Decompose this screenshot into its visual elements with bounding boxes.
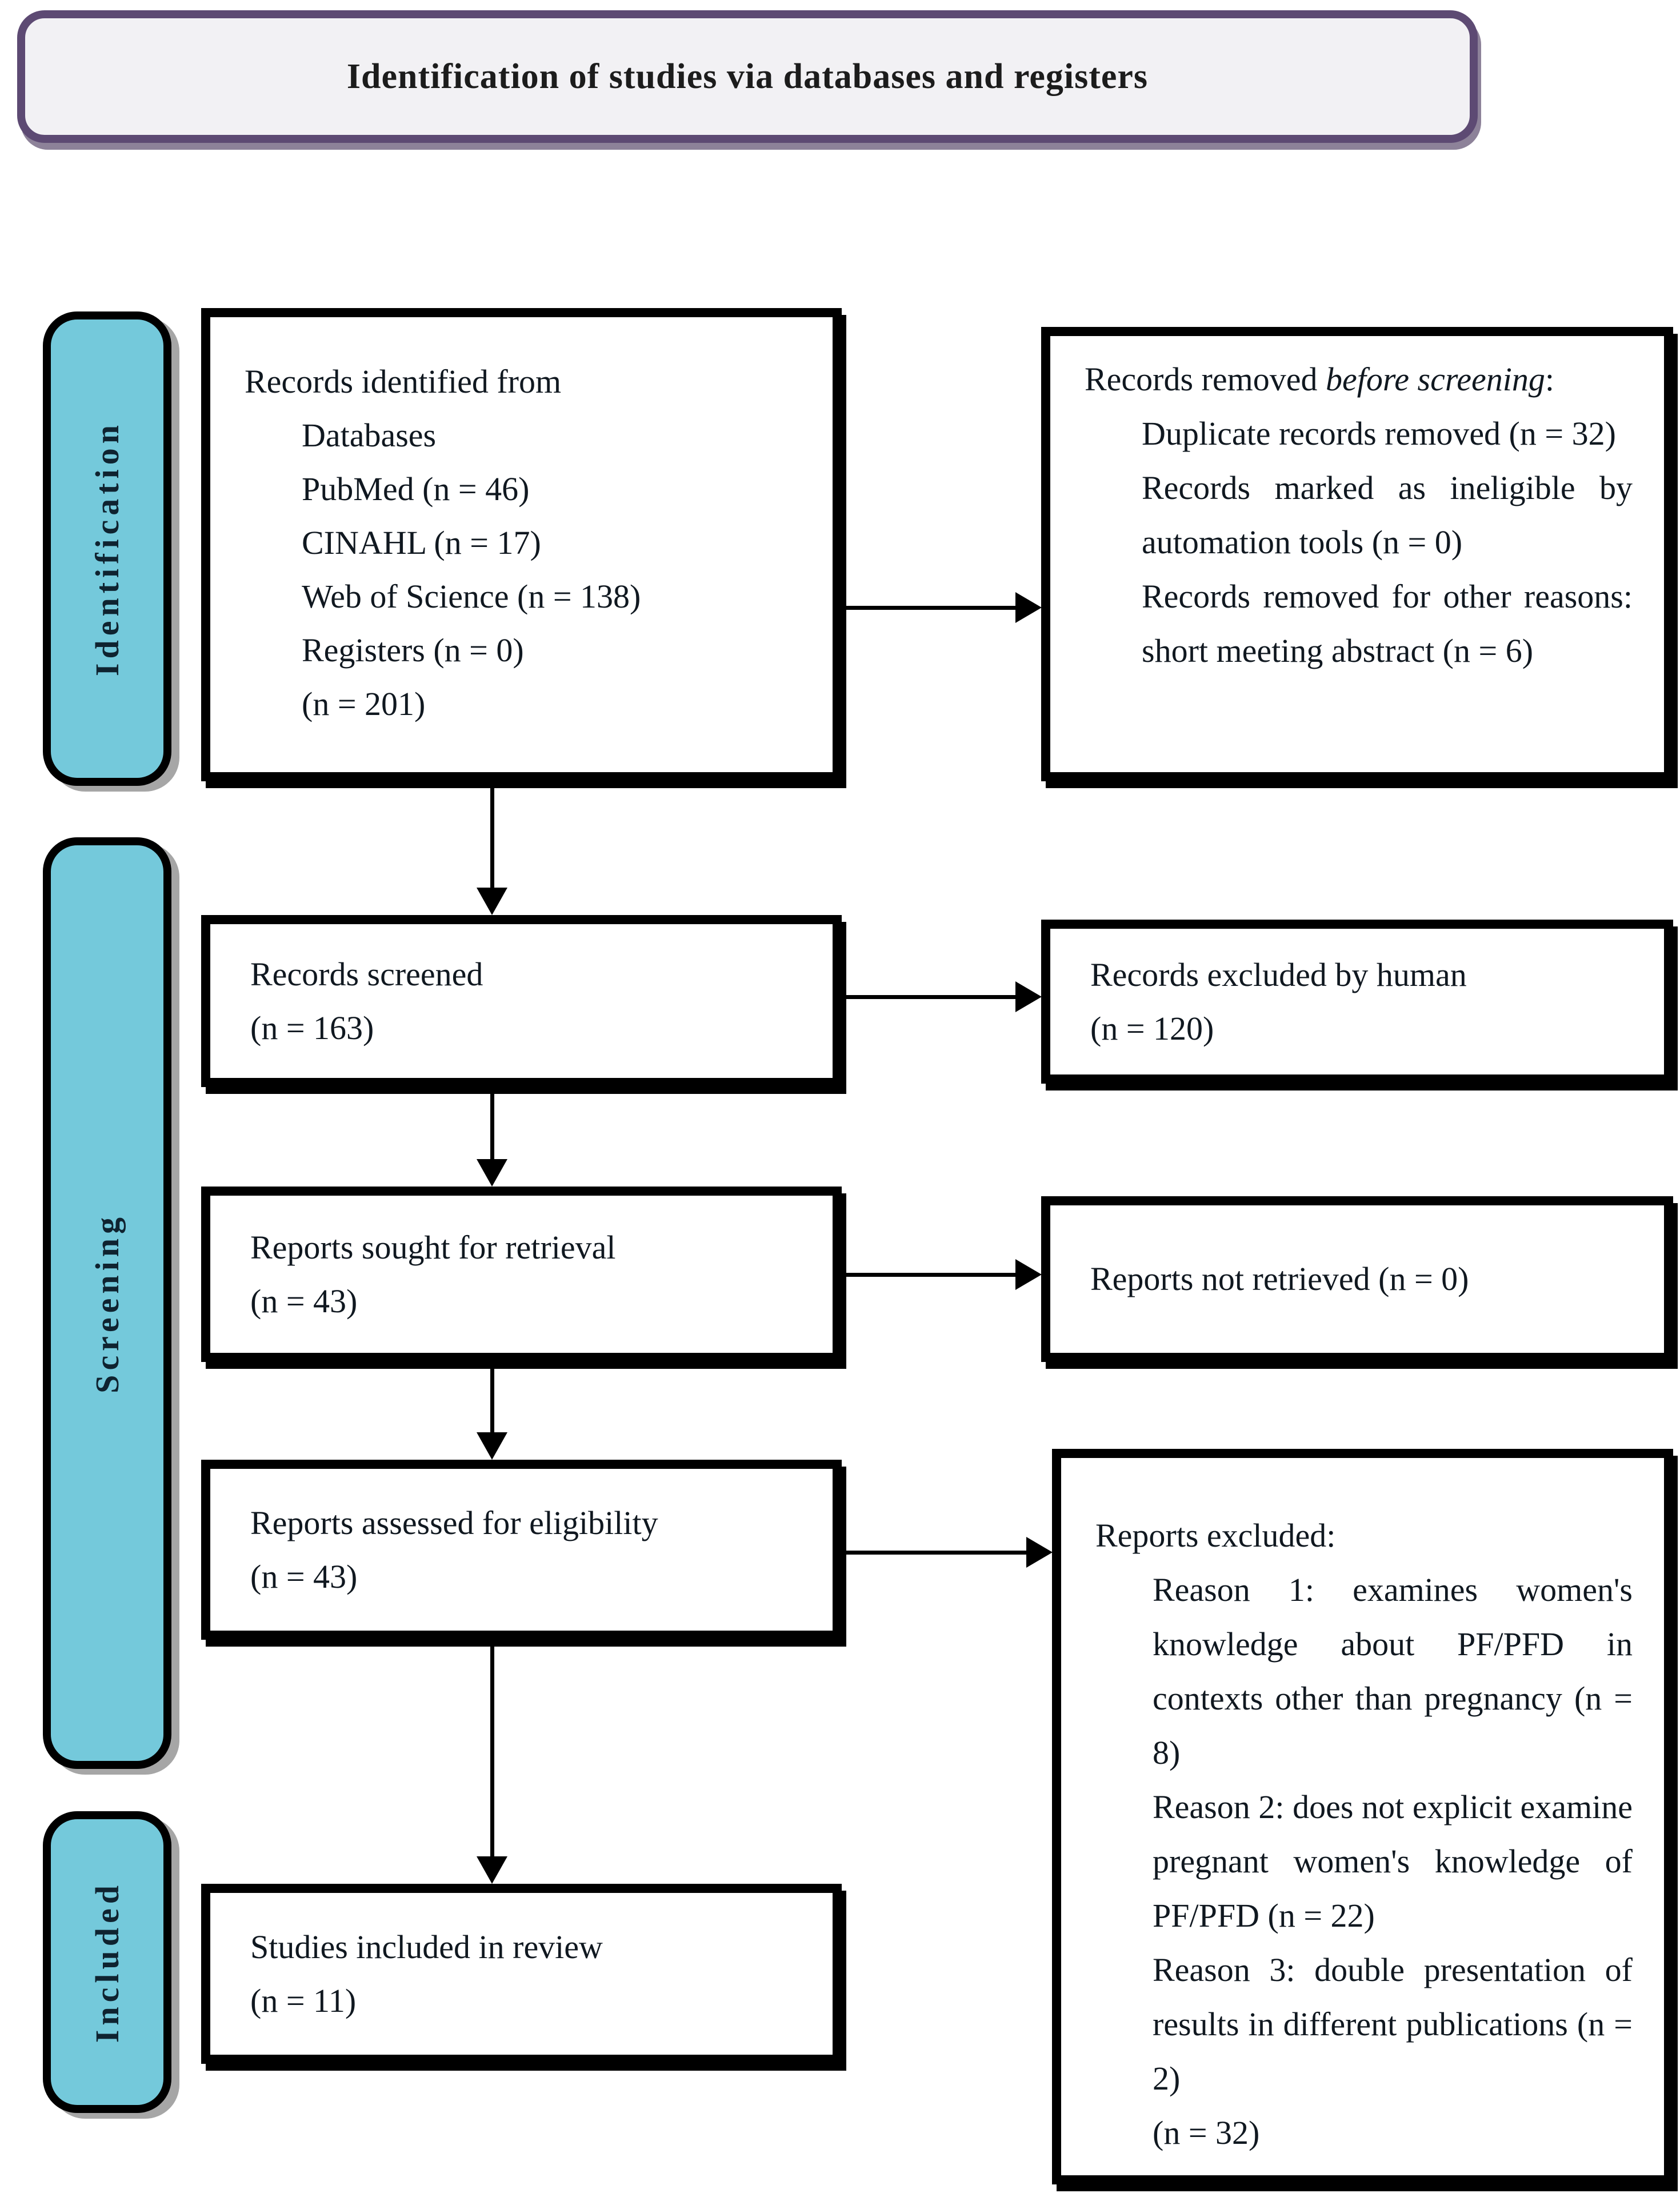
stage-label-included: Included — [43, 1811, 171, 2113]
arrow-screened-to-sought-line — [490, 1087, 494, 1160]
arrow-screened-to-sought-head — [477, 1159, 507, 1187]
arrow-sought-to-assessed-line — [490, 1362, 494, 1433]
arrow-identified-to-removed-head — [1015, 592, 1042, 623]
records-removed-heading: Records removed before screening: — [1085, 361, 1554, 398]
reports-not-retrieved-line1: Reports not retrieved (n = 0) — [1090, 1260, 1469, 1297]
title-banner: Identification of studies via databases … — [17, 10, 1478, 143]
records-identified-item: PubMed (n = 46) — [302, 470, 530, 508]
box-records-removed-before-screening: Records removed before screening: Duplic… — [1041, 327, 1673, 781]
records-identified-item: Web of Science (n = 138) — [302, 578, 641, 615]
arrow-screened-to-excluded-line — [842, 995, 1016, 999]
reports-excluded-reason: Reason 1: examines women's knowledge abo… — [1153, 1571, 1633, 1771]
reports-sought-line1: Reports sought for retrieval — [250, 1228, 616, 1266]
arrow-identified-to-screened-head — [477, 888, 507, 915]
box-records-screened: Records screened (n = 163) — [201, 915, 842, 1087]
arrow-assessed-to-excluded-line — [842, 1551, 1027, 1555]
records-identified-item: Databases — [302, 417, 437, 454]
stage-label-included-text: Included — [89, 1881, 126, 2043]
box-studies-included: Studies included in review (n = 11) — [201, 1884, 842, 2064]
arrow-identified-to-screened-line — [490, 786, 494, 889]
page-title: Identification of studies via databases … — [346, 57, 1149, 96]
stage-label-identification-text: Identification — [89, 421, 126, 677]
stage-label-screening: Screening — [43, 837, 171, 1769]
records-removed-item: Records marked as ineligible by automati… — [1142, 469, 1633, 561]
records-identified-item: CINAHL (n = 17) — [302, 524, 541, 561]
box-records-excluded-by-human: Records excluded by human (n = 120) — [1041, 920, 1673, 1084]
records-screened-count: (n = 163) — [250, 1009, 374, 1046]
arrow-assessed-to-included-line — [490, 1640, 494, 1858]
arrow-assessed-to-excluded-head — [1026, 1537, 1053, 1568]
records-screened-line1: Records screened — [250, 955, 483, 993]
arrow-identified-to-removed-line — [842, 606, 1016, 610]
records-removed-item: Duplicate records removed (n = 32) — [1142, 415, 1616, 452]
reports-assessed-line1: Reports assessed for eligibility — [250, 1504, 658, 1541]
records-excluded-line1: Records excluded by human — [1090, 956, 1467, 993]
studies-included-line1: Studies included in review — [250, 1928, 603, 1966]
reports-excluded-heading: Reports excluded: — [1095, 1517, 1336, 1554]
arrow-screened-to-excluded-head — [1015, 981, 1042, 1012]
reports-sought-count: (n = 43) — [250, 1282, 358, 1320]
box-reports-sought: Reports sought for retrieval (n = 43) — [201, 1187, 842, 1362]
arrow-sought-to-notretrieved-head — [1015, 1259, 1042, 1290]
stage-label-screening-text: Screening — [89, 1213, 126, 1393]
studies-included-count: (n = 11) — [250, 1982, 357, 2019]
records-excluded-count: (n = 120) — [1090, 1009, 1214, 1047]
box-reports-excluded: Reports excluded: Reason 1: examines wom… — [1052, 1449, 1673, 2184]
stage-label-identification: Identification — [43, 311, 171, 786]
records-removed-item: Records removed for other reasons: short… — [1142, 578, 1633, 669]
records-identified-item: (n = 201) — [302, 685, 426, 722]
reports-excluded-reason: Reason 3: double presentation of results… — [1153, 1951, 1633, 2097]
arrow-sought-to-notretrieved-line — [842, 1273, 1016, 1277]
box-reports-not-retrieved: Reports not retrieved (n = 0) — [1041, 1196, 1673, 1362]
records-removed-heading-italic: before screening — [1325, 361, 1545, 398]
box-records-identified: Records identified from Databases PubMed… — [201, 308, 842, 781]
arrow-sought-to-assessed-head — [477, 1432, 507, 1460]
arrow-assessed-to-included-head — [477, 1856, 507, 1884]
reports-excluded-total: (n = 32) — [1153, 2114, 1260, 2151]
reports-excluded-reason: Reason 2: does not explicit examine preg… — [1153, 1788, 1633, 1934]
reports-assessed-count: (n = 43) — [250, 1557, 358, 1595]
records-identified-item: Registers (n = 0) — [302, 632, 524, 669]
records-identified-heading: Records identified from — [245, 363, 562, 400]
box-reports-assessed: Reports assessed for eligibility (n = 43… — [201, 1460, 842, 1640]
